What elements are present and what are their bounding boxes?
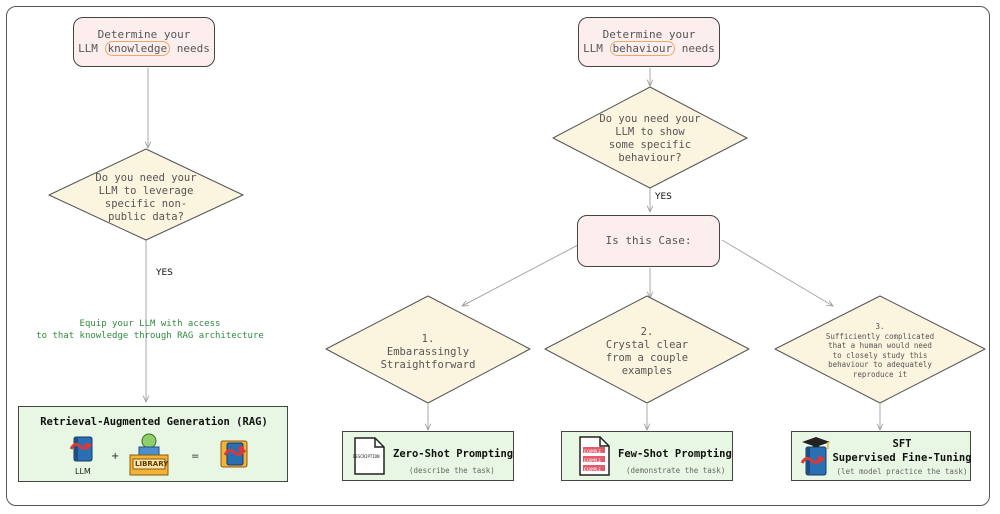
document-icon-label: DESCRIPTION <box>353 454 380 459</box>
left-start-line1: Determine your <box>97 28 191 41</box>
examples-icon-label-line: EXAMPLE <box>584 449 601 454</box>
llm-book-icon <box>69 436 93 462</box>
option-3-line: Sufficiently complicated <box>825 331 935 341</box>
option-3-line: 3. <box>875 322 885 331</box>
right-question-line: LLM to show <box>615 126 685 138</box>
left-question-text: Do you need your LLM to leverage specifi… <box>80 172 212 224</box>
zero-shot-title: Zero-Shot Prompting <box>393 448 514 460</box>
left-question-line: Do you need your <box>95 172 197 184</box>
left-rag-note-line: Equip your LLM with access <box>79 319 221 329</box>
zero-shot-box: DESCRIPTION Zero-Shot Prompting (describ… <box>342 431 514 481</box>
left-start-highlight: knowledge <box>104 41 171 56</box>
zero-shot-subtitle: (describe the task) <box>409 466 495 475</box>
document-icon <box>354 437 385 475</box>
option-2-line: from a couple <box>605 352 689 364</box>
right-question-text: Do you need your LLM to show some specif… <box>585 113 715 165</box>
right-start-line1: Determine your <box>602 28 696 41</box>
option-2-text: 2. Crystal clear from a couple examples <box>577 326 717 378</box>
sft-subtitle: (let model practice the task) <box>836 467 968 476</box>
diamond-right-question <box>552 86 748 189</box>
case-label: Is this Case: <box>605 234 692 247</box>
plus-sign: + <box>111 451 120 462</box>
graduated-llm-book-icon <box>800 437 830 476</box>
examples-icon-label-line: EXAMPLE <box>584 458 601 463</box>
library-icon <box>129 433 169 476</box>
option-1-line: Straightforward <box>380 359 476 371</box>
left-rag-note-line: to that knowledge through RAG architectu… <box>36 331 264 341</box>
left-start-llm: LLM <box>78 42 98 55</box>
arrow-case-to-option1 <box>462 244 579 306</box>
rag-box: Retrieval-Augmented Generation (RAG) LLM… <box>18 406 288 482</box>
left-question-line: specific non- <box>104 198 188 210</box>
right-start-highlight: behaviour <box>609 41 676 56</box>
left-start-box: Determine your LLM knowledge needs <box>73 17 215 67</box>
option-1-line: Embarassingly <box>386 346 470 358</box>
rag-title: Retrieval-Augmented Generation (RAG) <box>40 416 268 428</box>
left-start-needs: needs <box>176 42 210 55</box>
option-2-line: 2. <box>640 326 654 338</box>
right-question-line: behaviour? <box>618 152 682 164</box>
option-3-text: 3. Sufficiently complicated that a human… <box>800 322 960 379</box>
left-rag-note: Equip your LLM with access to that knowl… <box>30 318 270 342</box>
option-3-line: to closely study this <box>832 350 928 360</box>
right-start-line2: LLM behaviour needs <box>579 41 719 56</box>
examples-icon-label: EXAMPLE EXAMPLE EXAMPLE <box>584 447 601 474</box>
examples-document-icon <box>579 436 610 476</box>
right-question-line: some specific <box>608 139 692 151</box>
sft-title: SFT <box>892 438 912 450</box>
option-3-line: reproduce it <box>852 369 908 379</box>
case-box: Is this Case: <box>577 215 720 267</box>
few-shot-title: Few-Shot Prompting <box>618 448 732 460</box>
option-1-text: 1. Embarassingly Straightforward <box>358 333 498 372</box>
option-2-line: Crystal clear <box>605 339 689 351</box>
diamond-left-question <box>48 148 244 241</box>
diamond-option-1 <box>325 295 531 404</box>
diagram-frame <box>6 6 990 506</box>
few-shot-box: EXAMPLE EXAMPLE EXAMPLE Few-Shot Prompti… <box>561 431 733 481</box>
diamond-option-2 <box>544 295 750 404</box>
arrow-case-to-option3 <box>721 239 833 306</box>
left-start-line2: LLM knowledge needs <box>74 41 214 56</box>
right-start-box: Determine your LLM behaviour needs <box>578 17 720 67</box>
equals-sign: = <box>191 451 200 462</box>
sft-title-full: Supervised Fine-Tuning <box>832 452 972 464</box>
option-1-line: 1. <box>421 333 435 345</box>
option-3-line: behaviour to adequately <box>828 360 932 369</box>
library-caption: LIBRARY <box>135 460 169 468</box>
llm-caption: LLM <box>75 467 91 476</box>
sft-box: SFT Supervised Fine-Tuning (let model pr… <box>791 431 972 481</box>
left-question-line: LLM to leverage <box>98 185 194 197</box>
left-question-line: public data? <box>108 211 184 223</box>
option-3-line: that a human would need <box>828 341 932 350</box>
llm-library-result-icon <box>220 440 248 468</box>
right-yes-label: YES <box>655 192 672 202</box>
few-shot-subtitle: (demonstrate the task) <box>626 466 726 475</box>
right-start-llm: LLM <box>583 42 603 55</box>
right-start-needs: needs <box>681 42 715 55</box>
left-yes-label: YES <box>156 268 173 278</box>
diamond-option-3 <box>774 295 986 404</box>
option-2-line: examples <box>621 365 673 377</box>
examples-icon-label-line: EXAMPLE <box>584 467 601 472</box>
right-question-line: Do you need your <box>599 113 701 125</box>
